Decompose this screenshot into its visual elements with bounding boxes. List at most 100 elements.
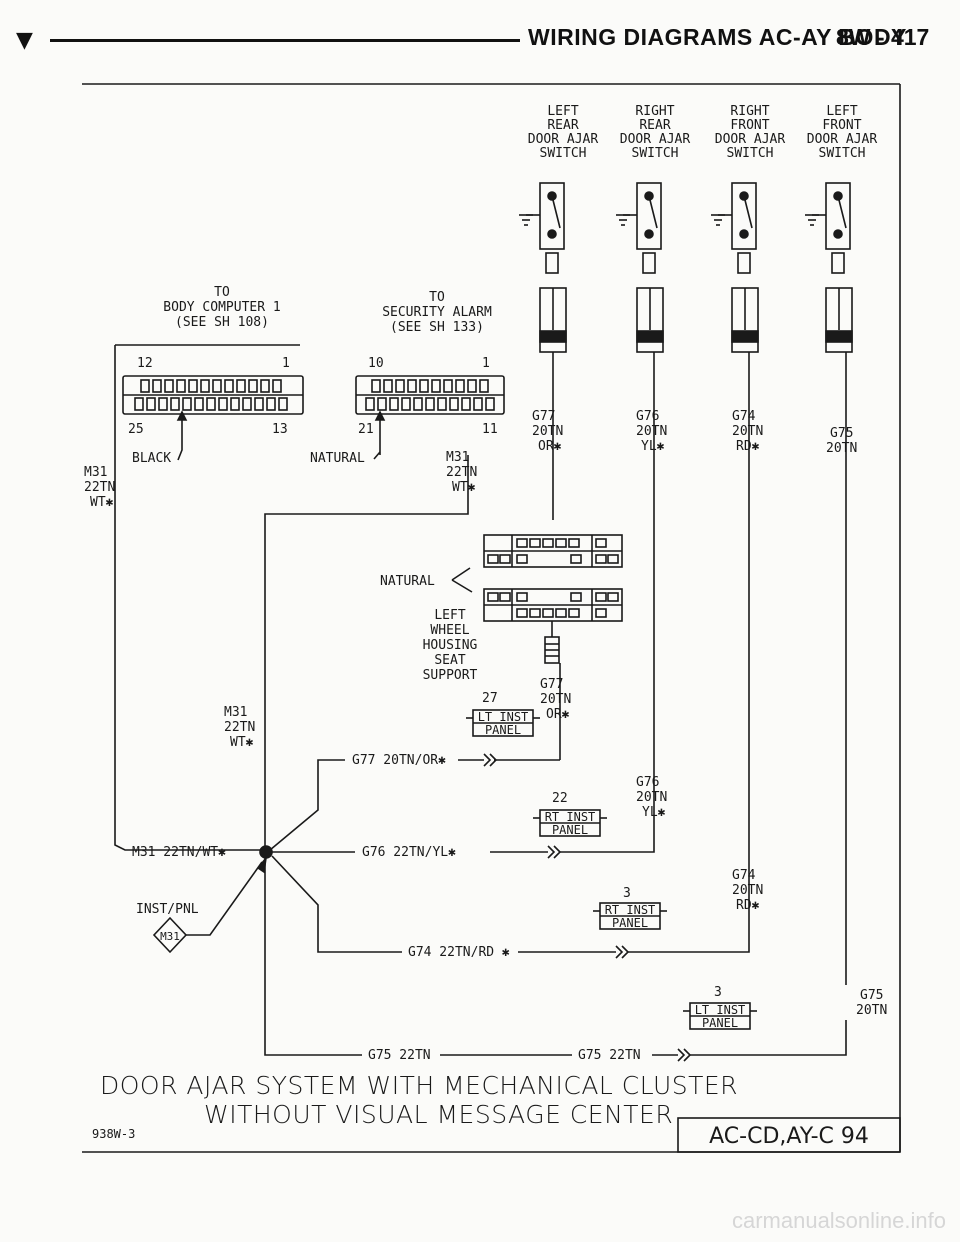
splice-dot xyxy=(259,845,273,859)
leader-line xyxy=(451,579,473,593)
switch-blade xyxy=(743,195,753,229)
panel-connector-g75: G75 20TN 3 LT INST PANEL G75 22TN G75 22… xyxy=(264,852,887,1063)
panel-label: LT INST xyxy=(478,710,529,724)
wire-g74-to-splice xyxy=(271,855,402,953)
wire-label: G74 xyxy=(732,409,756,424)
leader-line xyxy=(177,446,183,461)
pin-number: 22 xyxy=(552,791,568,806)
switch-label-line: SWITCH xyxy=(819,146,866,161)
caption-line: WITHOUT VISUAL MESSAGE CENTER xyxy=(204,1100,673,1129)
caption-line: DOOR AJAR SYSTEM WITH MECHANICAL CLUSTER xyxy=(100,1071,738,1100)
wire-label: G75 xyxy=(860,988,883,1003)
panel-connector-g74: G74 20TN RD✱ 3 RT INST PANEL G74 22TN/RD… xyxy=(271,855,763,960)
wire-g74-run xyxy=(628,862,750,953)
ground-point-diamond xyxy=(152,916,188,954)
switch-contact xyxy=(547,229,557,239)
switch-body xyxy=(539,182,565,250)
wire-label: 20TN xyxy=(826,441,857,456)
arrow-icon xyxy=(256,855,268,874)
wire-m31-body xyxy=(114,410,265,851)
wire-label: G77 xyxy=(532,409,555,424)
wire-label: OR✱ xyxy=(538,439,562,454)
ground-id: M31 xyxy=(160,930,180,943)
page-header: ▼ WIRING DIAGRAMS AC-AY BODY 8W - 417 xyxy=(16,22,929,56)
wire-label: 22TN xyxy=(446,465,477,480)
security-alarm-connector: TO SECURITY ALARM (SEE SH 133) 10 1 21 1… xyxy=(310,290,505,466)
connector-caption: TO xyxy=(429,290,445,305)
diagram-caption: DOOR AJAR SYSTEM WITH MECHANICAL CLUSTER… xyxy=(92,1071,901,1153)
switch-body xyxy=(731,182,757,250)
switch-body xyxy=(636,182,662,250)
connector-caption: HOUSING xyxy=(423,638,478,653)
connector-caption: (SEE SH 133) xyxy=(390,320,484,335)
arrow-icon xyxy=(176,410,188,421)
connector-caption: SEAT xyxy=(434,653,465,668)
switch-contact xyxy=(739,229,749,239)
wire-label: 20TN xyxy=(540,692,571,707)
connector-band xyxy=(539,330,567,343)
connector-band xyxy=(825,330,853,343)
switch-label-line: REAR xyxy=(547,118,578,133)
header-rule xyxy=(50,39,520,42)
connector-caption: BODY COMPUTER 1 xyxy=(163,300,280,315)
wire-g77-to-splice xyxy=(269,759,345,851)
code-label: AC-CD,AY-C 94 xyxy=(709,1124,869,1149)
pin-number: 11 xyxy=(482,422,498,437)
pin-row-bottom xyxy=(365,397,495,411)
switch-label-line: DOOR AJAR xyxy=(715,132,786,147)
switch-body xyxy=(825,182,851,250)
switch-left-rear: LEFT REAR DOOR AJAR SWITCH G77 20TN OR✱ xyxy=(519,104,598,520)
wire-label: M31 xyxy=(224,705,247,720)
panel-label: LT INST xyxy=(695,1003,746,1017)
connector-caption: (SEE SH 108) xyxy=(175,315,269,330)
wire-g75-run xyxy=(690,1020,847,1056)
wire-label: OR✱ xyxy=(546,707,570,722)
switch-blade xyxy=(551,195,561,229)
switch-plunger xyxy=(831,252,845,274)
connector-caption: SUPPORT xyxy=(423,668,478,683)
wire-label: 20TN xyxy=(532,424,563,439)
connector-band xyxy=(636,330,664,343)
switch-plunger xyxy=(737,252,751,274)
m31-label-right: M31 22TN WT✱ xyxy=(446,450,477,495)
panel-label: RT INST xyxy=(545,810,596,824)
switch-blade xyxy=(648,195,658,229)
wire-run-label: G76 22TN/YL✱ xyxy=(362,845,456,860)
connector-caption: SECURITY ALARM xyxy=(382,305,492,320)
leader-line xyxy=(373,451,381,460)
header-triangle-icon: ▼ xyxy=(16,28,33,53)
wire-label: 20TN xyxy=(636,424,667,439)
arrow-icon xyxy=(374,410,386,421)
terminal-icon xyxy=(547,845,562,859)
wire-label: WT✱ xyxy=(90,495,114,510)
wire-label: G75 xyxy=(830,426,853,441)
wire-color-label: BLACK xyxy=(132,451,171,466)
pin-row-bottom xyxy=(134,397,288,411)
switch-label-line: RIGHT xyxy=(730,104,769,119)
wire-label: RD✱ xyxy=(736,439,760,454)
m31-label-left: M31 22TN WT✱ xyxy=(84,465,115,510)
wire-m31-security xyxy=(264,455,469,850)
code-box xyxy=(677,1117,901,1153)
wire-run-label: M31 22TN/WT✱ xyxy=(132,845,226,860)
pin-row-top xyxy=(140,379,282,393)
wire-label: G74 xyxy=(732,868,756,883)
connector-band xyxy=(731,330,759,343)
figure-id: 938W-3 xyxy=(92,1127,135,1141)
ground-label: INST/PNL xyxy=(136,902,199,917)
panel-label: RT INST xyxy=(605,903,656,917)
connector-caption: WHEEL xyxy=(430,623,469,638)
switch-left-front: LEFT FRONT DOOR AJAR SWITCH G75 20TN xyxy=(805,104,877,985)
switch-plunger xyxy=(642,252,656,274)
leader-line xyxy=(451,567,471,581)
wire-run-label: G75 22TN xyxy=(368,1048,431,1063)
wire-label: G77 xyxy=(540,677,563,692)
wire-label: WT✱ xyxy=(452,480,476,495)
wire-run-label: G75 22TN xyxy=(578,1048,641,1063)
wire-g75-to-splice xyxy=(264,852,362,1056)
panel-label: PANEL xyxy=(485,723,521,737)
wire-label: M31 xyxy=(446,450,469,465)
switch-label-line: SWITCH xyxy=(727,146,774,161)
wire-label: 20TN xyxy=(732,883,763,898)
